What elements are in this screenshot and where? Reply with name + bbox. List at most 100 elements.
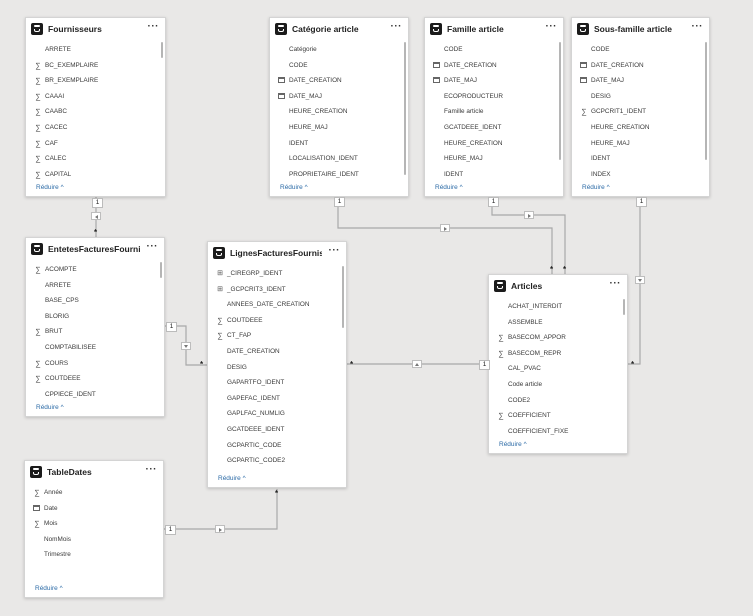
field-row[interactable]: Date <box>25 501 155 517</box>
relationship-line-categorie-articles[interactable] <box>337 197 553 274</box>
collapse-link[interactable]: Réduire ^ <box>582 184 610 191</box>
field-row[interactable]: CPPIECE_IDENT <box>26 387 156 403</box>
field-row[interactable]: ACHAT_INTERDIT <box>489 299 619 315</box>
collapse-link[interactable]: Réduire ^ <box>280 184 308 191</box>
table-card-header[interactable]: Articles ··· <box>489 275 627 299</box>
field-row[interactable]: GCATDEEE_IDENT <box>425 120 555 136</box>
filter-direction-icon[interactable] <box>440 224 450 232</box>
field-row[interactable]: ∑COURS <box>26 356 156 372</box>
field-row[interactable]: ∑CACEC <box>26 120 157 136</box>
field-row[interactable]: ⊞_GCPCRIT3_IDENT <box>208 282 338 298</box>
field-row[interactable]: ∑CAAAI <box>26 89 157 105</box>
scrollbar[interactable] <box>342 266 344 328</box>
field-row[interactable]: ∑CAPITAL <box>26 167 157 183</box>
table-card-header[interactable]: LignesFacturesFourniss... ··· <box>208 242 346 266</box>
field-row[interactable]: DATE_CREATION <box>270 73 400 89</box>
field-row[interactable]: ∑BRUT <box>26 324 156 340</box>
field-row[interactable]: ∑COUTDEEE <box>208 313 338 329</box>
field-row[interactable]: ECOPRODUCTEUR <box>425 89 555 105</box>
collapse-link[interactable]: Réduire ^ <box>36 184 64 191</box>
table-card-header[interactable]: EntetesFacturesFourniss... ··· <box>26 238 164 262</box>
field-row[interactable]: HEURE_MAJ <box>572 136 701 152</box>
field-row[interactable]: HEURE_CREATION <box>572 120 701 136</box>
field-row[interactable]: NomMois <box>25 532 155 548</box>
more-options-icon[interactable]: ··· <box>390 21 402 32</box>
field-row[interactable]: Famille article <box>425 104 555 120</box>
table-card-fournisseurs[interactable]: Fournisseurs ··· ARRETE∑BC_EXEMPLAIRE∑BR… <box>25 17 166 197</box>
field-row[interactable]: HEURE_MAJ <box>270 120 400 136</box>
field-row[interactable]: CODE <box>572 42 701 58</box>
field-row[interactable]: CODE2 <box>489 393 619 409</box>
scrollbar[interactable] <box>705 42 707 160</box>
more-options-icon[interactable]: ··· <box>609 278 621 289</box>
more-options-icon[interactable]: ··· <box>145 464 157 475</box>
field-row[interactable]: ∑CALEC <box>26 151 157 167</box>
field-row[interactable]: ∑GCPCRIT1_IDENT <box>572 104 701 120</box>
field-list[interactable]: ARRETE∑BC_EXEMPLAIRE∑BR_EXEMPLAIRE∑CAAAI… <box>26 42 157 183</box>
table-card-lignes-factures-fournisseurs[interactable]: LignesFacturesFourniss... ··· ⊞_CIREGRP_… <box>207 241 347 488</box>
field-row[interactable]: COMPTABILISEE <box>26 340 156 356</box>
field-row[interactable]: COEFFICIENT_FIXE <box>489 424 619 440</box>
field-row[interactable]: Trimestre <box>25 547 155 563</box>
field-row[interactable]: LOCALISATION_IDENT <box>270 151 400 167</box>
field-row[interactable]: CODE <box>270 58 400 74</box>
field-row[interactable]: ∑CAF <box>26 136 157 152</box>
relationship-line-tabledates-lignes[interactable] <box>164 489 278 530</box>
field-row[interactable]: ⊞_CIREGRP_IDENT <box>208 266 338 282</box>
filter-direction-icon[interactable] <box>412 360 422 368</box>
field-row[interactable]: ∑CT_FAP <box>208 328 338 344</box>
collapse-link[interactable]: Réduire ^ <box>36 404 64 411</box>
field-row[interactable]: ARRETE <box>26 278 156 294</box>
scrollbar[interactable] <box>623 299 625 315</box>
relationship-line-famille-articles[interactable] <box>491 197 566 274</box>
scrollbar[interactable] <box>404 42 406 175</box>
table-card-header[interactable]: Famille article ··· <box>425 18 563 42</box>
field-row[interactable]: CAL_PVAC <box>489 361 619 377</box>
field-row[interactable]: HEURE_CREATION <box>425 136 555 152</box>
field-row[interactable]: ∑BR_EXEMPLAIRE <box>26 73 157 89</box>
field-row[interactable]: BASE_CPS <box>26 293 156 309</box>
field-row[interactable]: ∑ACOMPTE <box>26 262 156 278</box>
table-card-header[interactable]: Fournisseurs ··· <box>26 18 165 42</box>
collapse-link[interactable]: Réduire ^ <box>499 441 527 448</box>
field-row[interactable]: ARRETE <box>26 42 157 58</box>
more-options-icon[interactable]: ··· <box>328 245 340 256</box>
field-row[interactable]: ASSEMBLE <box>489 315 619 331</box>
field-row[interactable]: ∑BC_EXEMPLAIRE <box>26 58 157 74</box>
table-card-entetes-factures-fournisseurs[interactable]: EntetesFacturesFourniss... ··· ∑ACOMPTEA… <box>25 237 165 417</box>
field-row[interactable]: HEURE_MAJ <box>425 151 555 167</box>
field-row[interactable]: ∑Mois <box>25 516 155 532</box>
collapse-link[interactable]: Réduire ^ <box>435 184 463 191</box>
field-row[interactable]: IDENT <box>425 167 555 183</box>
field-row[interactable]: Catégorie <box>270 42 400 58</box>
scrollbar[interactable] <box>160 262 162 278</box>
filter-direction-icon[interactable] <box>635 276 645 284</box>
field-row[interactable]: ∑COUTDEEE <box>26 371 156 387</box>
field-row[interactable]: GAPARTFO_IDENT <box>208 375 338 391</box>
scrollbar[interactable] <box>161 42 163 58</box>
field-row[interactable]: ∑BASECOM_REPR <box>489 346 619 362</box>
field-row[interactable]: GCATDEEE_IDENT <box>208 422 338 438</box>
field-row[interactable]: IDENT <box>270 136 400 152</box>
table-card-header[interactable]: TableDates ··· <box>25 461 163 485</box>
filter-direction-icon[interactable] <box>524 211 534 219</box>
more-options-icon[interactable]: ··· <box>146 241 158 252</box>
field-row[interactable]: Code article <box>489 377 619 393</box>
table-card-header[interactable]: Sous-famille article ··· <box>572 18 709 42</box>
table-card-header[interactable]: Catégorie article ··· <box>270 18 408 42</box>
field-row[interactable]: ∑COEFFICIENT <box>489 408 619 424</box>
field-row[interactable]: IDENT <box>572 151 701 167</box>
field-row[interactable]: ∑Année <box>25 485 155 501</box>
filter-direction-icon[interactable] <box>181 342 191 350</box>
field-row[interactable]: HEURE_CREATION <box>270 104 400 120</box>
field-row[interactable]: DESIG <box>572 89 701 105</box>
collapse-link[interactable]: Réduire ^ <box>218 475 246 482</box>
